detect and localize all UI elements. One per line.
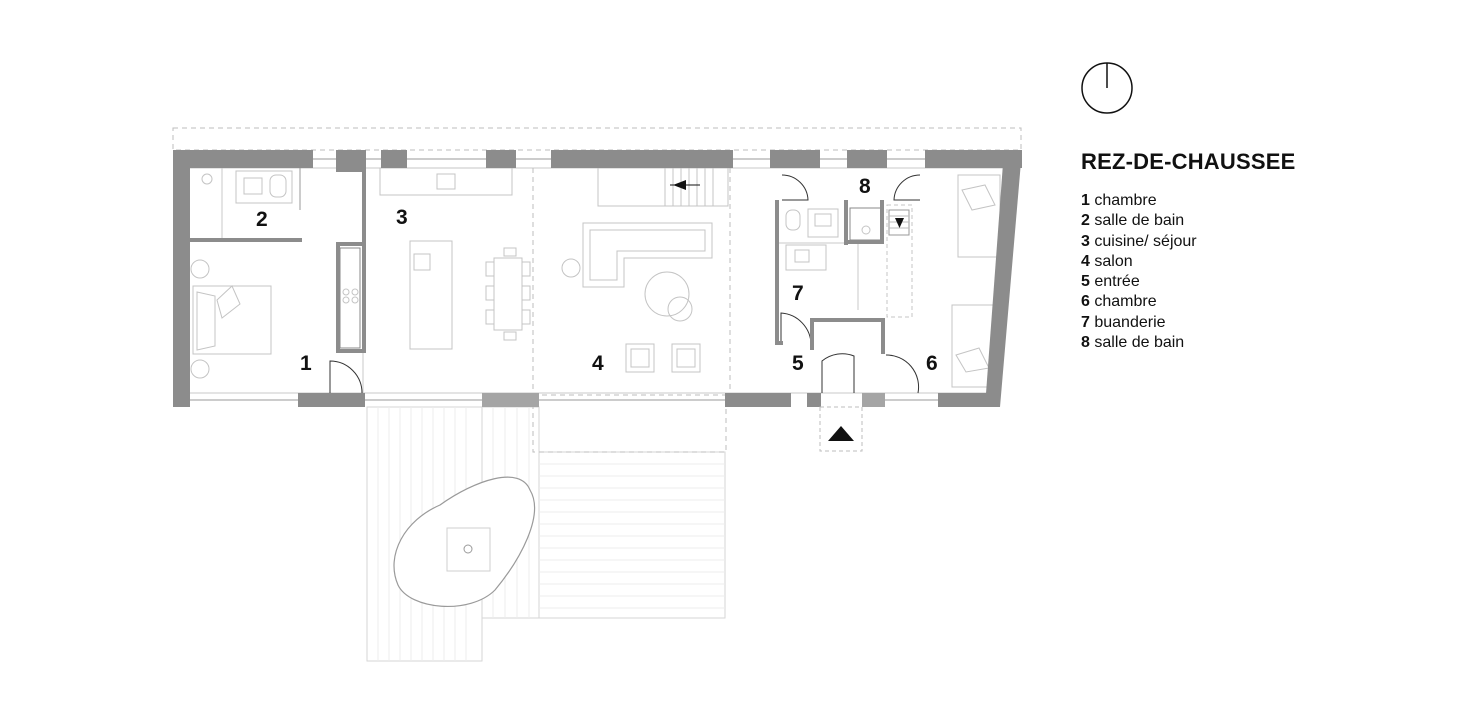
plan-title: REZ-DE-CHAUSSEE [1081,149,1296,174]
legend-room-name: entrée [1094,273,1140,291]
bathroom-2-fixtures [201,168,301,210]
entrance-arrow-icon [819,406,863,452]
legend-item: 7 buanderie [1081,313,1441,333]
legend-item: 2 salle de bain [1081,211,1441,231]
room-label-1: 1 [300,352,312,375]
roof-outline [172,127,1022,151]
legend-number: 4 [1081,252,1090,270]
legend-item: 5 entrée [1081,272,1441,292]
living-furniture [561,167,729,373]
legend-item: 8 salle de bain [1081,333,1441,353]
bed-left [190,259,272,379]
room-legend: 1 chambre 2 salle de bain 3 cuisine/ séj… [1081,191,1441,353]
legend-item: 4 salon [1081,252,1441,272]
garden-bed [393,476,536,607]
legend-room-name: chambre [1094,192,1157,209]
kitchen-furniture [339,167,531,350]
room-label-6: 6 [926,352,938,375]
legend-room-name: cuisine/ séjour [1094,232,1197,250]
terrace-right [538,451,726,619]
room-label-8: 8 [859,175,871,198]
legend-room-name: salle de bain [1094,334,1185,352]
legend-item: 3 cuisine/ séjour [1081,232,1441,252]
legend-room-name: salon [1094,252,1133,270]
legend-number: 8 [1081,334,1090,352]
legend-number: 7 [1081,313,1090,331]
legend-room-name: salle de bain [1094,212,1185,230]
legend-panel: REZ-DE-CHAUSSEE 1 chambre 2 salle de bai… [1081,149,1441,353]
legend-item: 1 chambre [1081,191,1441,211]
north-arrow-icon [1081,62,1133,114]
bathroom-8-fixtures [785,204,913,318]
legend-room-name: chambre [1094,293,1157,311]
terrace-canopy [532,394,727,453]
doors [329,174,921,394]
room-label-4: 4 [592,352,604,375]
room-label-3: 3 [396,206,408,229]
stairs [597,167,729,207]
legend-number: 5 [1081,273,1090,291]
windows [190,158,938,401]
walls [173,150,1022,407]
room-label-7: 7 [792,282,804,305]
legend-item: 6 chambre [1081,292,1441,312]
legend-room-name: buanderie [1094,313,1166,331]
legend-number: 2 [1081,212,1090,230]
stair-arrow-icon [673,180,910,236]
legend-number: 3 [1081,232,1090,250]
room-label-5: 5 [792,352,804,375]
room-label-2: 2 [256,208,268,231]
legend-number: 1 [1081,192,1090,209]
legend-number: 6 [1081,293,1090,311]
